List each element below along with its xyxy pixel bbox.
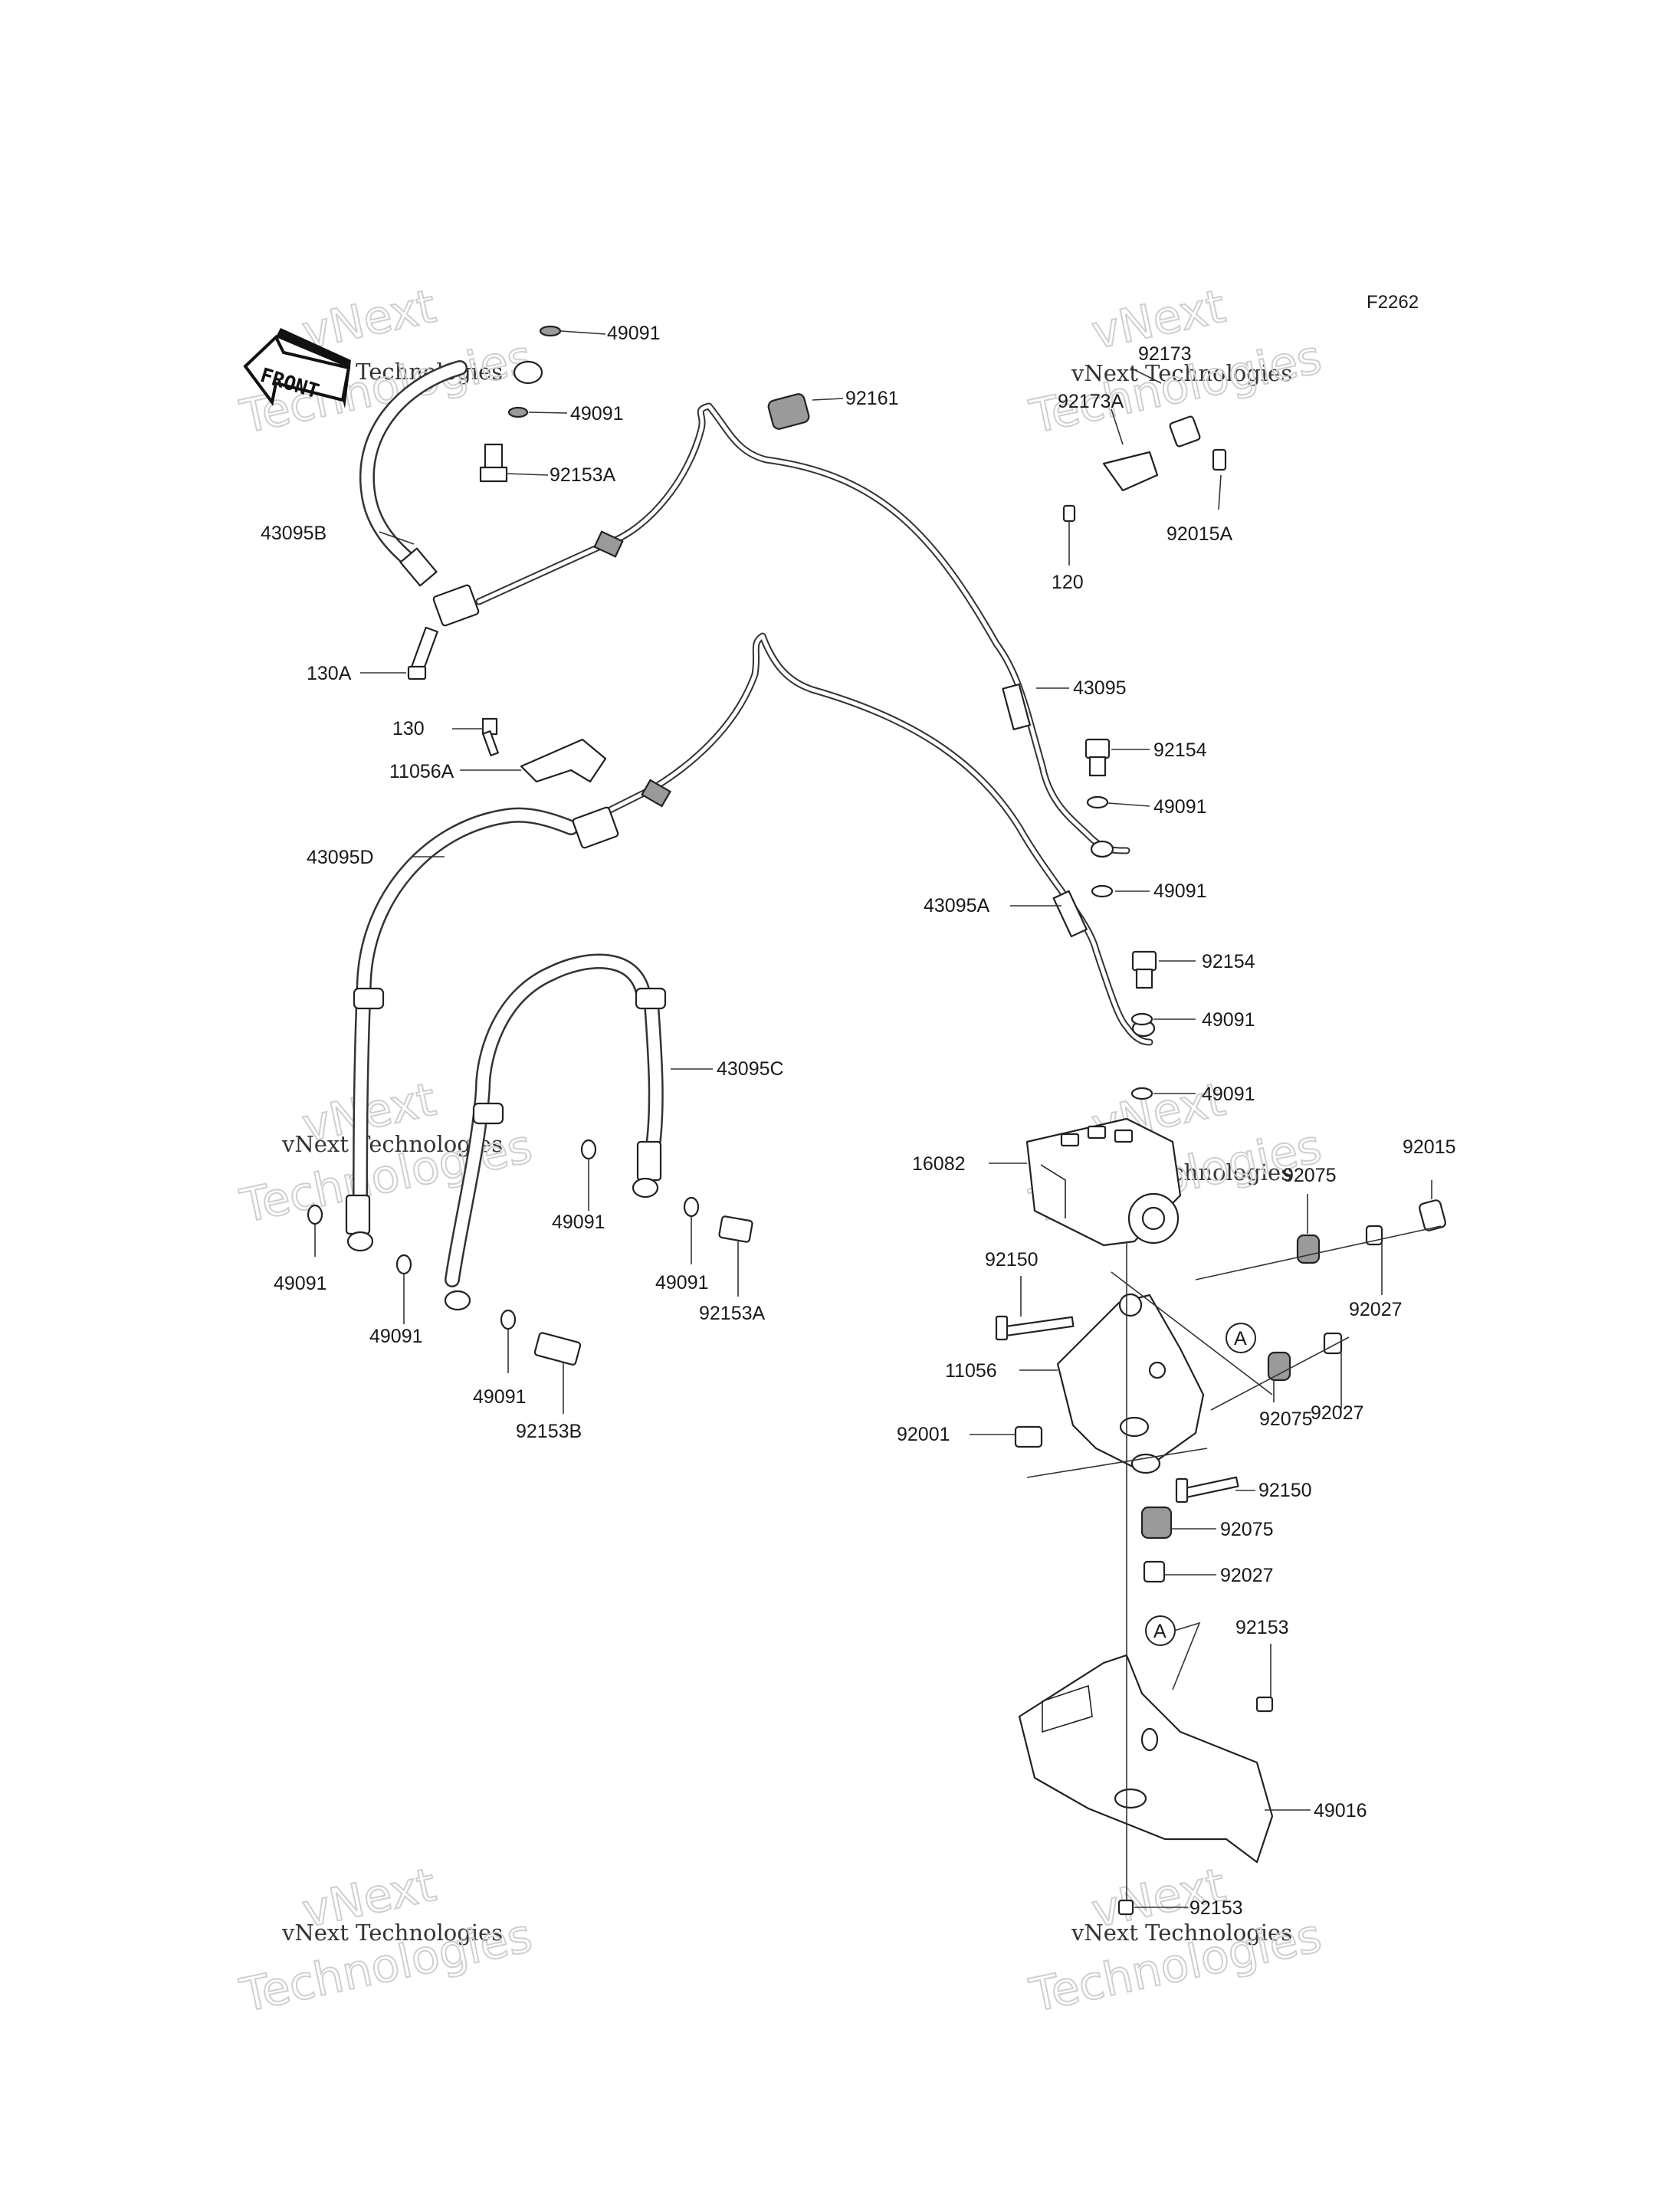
label-120: 120: [1052, 572, 1084, 593]
bushing-92075-right: [1296, 1234, 1321, 1264]
bracket-11056: [1056, 1293, 1205, 1474]
mount-axis-line-right: [1195, 1225, 1442, 1280]
bushing-92075-mid: [1267, 1351, 1291, 1382]
leader-lines: [314, 330, 1432, 1908]
bolt-92150-upper: [995, 1315, 1075, 1341]
svg-text:vNext Technologies: vNext Technologies: [281, 1920, 503, 1946]
banjo-fitting-top: [479, 325, 562, 483]
label-92015A: 92015A: [1166, 523, 1233, 545]
brake-hose-43095B: [359, 360, 480, 627]
svg-text:vNext Technologies: vNext Technologies: [281, 1131, 503, 1157]
grommet-92161: [767, 393, 810, 430]
watermark-bottom-right: vNext vNext Technologies Technologies: [1025, 1858, 1327, 2024]
label-11056A: 11056A: [389, 761, 454, 782]
label-92027-right: 92027: [1349, 1299, 1403, 1320]
bolt-92153B: [533, 1332, 582, 1366]
label-49091-c: 49091: [1153, 796, 1207, 818]
bolt-130: [481, 717, 499, 756]
label-92153-bottom: 92153: [1189, 1897, 1243, 1919]
brake-pipe-43095A: [602, 632, 1156, 1046]
label-49091-a: 49091: [607, 323, 661, 344]
collar-92027-bottom: [1143, 1560, 1166, 1583]
cap-92015: [1419, 1199, 1446, 1231]
label-49091-e: 49091: [1202, 1009, 1255, 1031]
callout-a-lower: A: [1145, 1615, 1201, 1690]
label-92161: 92161: [845, 388, 899, 409]
watermark-bottom-left: vNext vNext Technologies Technologies: [235, 1858, 538, 2024]
bolt-92153-cover: [1117, 1696, 1274, 1916]
abs-unit-16082: [1025, 1117, 1182, 1247]
label-130A: 130A: [307, 663, 352, 684]
label-43095B: 43095B: [261, 523, 326, 544]
bolt-130A: [407, 626, 438, 680]
label-92075-mid: 92075: [1259, 1408, 1313, 1430]
washers-49091: [307, 795, 1153, 1330]
bolt-92154-upper: [1084, 738, 1111, 777]
label-92153-top: 92153: [1235, 1617, 1289, 1638]
label-49091-j: 49091: [552, 1212, 605, 1233]
brake-hose-43095D: [345, 806, 619, 1252]
bracket-11056A: [520, 738, 607, 783]
svg-text:A: A: [1153, 1621, 1166, 1642]
svg-text:vNext Technologies: vNext Technologies: [1071, 1920, 1292, 1946]
mount-axis-line-left: [1026, 1448, 1208, 1478]
bushing-92075-bottom: [1140, 1506, 1173, 1540]
label-92154-upper: 92154: [1153, 739, 1207, 761]
label-92173A: 92173A: [1058, 391, 1124, 412]
label-130: 130: [392, 718, 425, 739]
mount-axis-line: [1111, 1271, 1273, 1395]
label-49091-h: 49091: [369, 1326, 423, 1347]
label-92154-lower: 92154: [1202, 951, 1255, 972]
callout-a-upper: A: [1226, 1323, 1256, 1353]
label-92001: 92001: [897, 1424, 950, 1445]
label-92153B: 92153B: [516, 1421, 582, 1442]
label-11056: 11056: [945, 1360, 997, 1382]
mount-axis-line-mid: [1210, 1336, 1350, 1411]
label-92015: 92015: [1403, 1136, 1456, 1158]
brake-hose-43095C: [444, 953, 667, 1311]
cover-49016: [1018, 1654, 1274, 1864]
label-43095D: 43095D: [307, 847, 374, 868]
label-49091-g: 49091: [274, 1273, 327, 1294]
label-43095: 43095: [1073, 677, 1127, 699]
label-92150-lower: 92150: [1258, 1480, 1312, 1501]
bolt-92001: [1014, 1425, 1043, 1448]
label-92075-bottom: 92075: [1220, 1519, 1274, 1540]
label-43095C: 43095C: [717, 1058, 784, 1080]
label-92027-mid: 92027: [1311, 1402, 1364, 1424]
label-92173: 92173: [1138, 343, 1192, 365]
clamp-92173: [1062, 415, 1227, 523]
label-92153A-top: 92153A: [550, 464, 616, 486]
part-labels: 49091 49091 92153A 43095B 130A 92161 921…: [261, 323, 1456, 1919]
svg-text:vNext Technologies: vNext Technologies: [1071, 360, 1292, 386]
label-92153A-bottom: 92153A: [699, 1303, 766, 1324]
watermark-mid-left: vNext vNext Technologies Technologies: [235, 1072, 538, 1235]
label-49016: 49016: [1314, 1800, 1367, 1822]
label-92075-right: 92075: [1283, 1165, 1337, 1186]
svg-text:A: A: [1234, 1328, 1247, 1349]
label-49091-k: 49091: [655, 1272, 709, 1294]
label-43095A: 43095A: [924, 895, 990, 917]
label-92150-upper: 92150: [985, 1249, 1039, 1271]
bolt-92153A: [718, 1215, 753, 1243]
label-49091-i: 49091: [473, 1386, 527, 1408]
label-92027-bottom: 92027: [1220, 1565, 1274, 1586]
figure-code: F2262: [1367, 292, 1419, 313]
bolt-92150-lower: [1175, 1476, 1239, 1503]
collar-92027-mid: [1323, 1332, 1343, 1355]
bolt-92154-lower: [1131, 950, 1157, 989]
label-49091-b: 49091: [570, 403, 624, 425]
brake-pipe-43095: [475, 402, 1130, 858]
label-49091-d: 49091: [1153, 880, 1207, 902]
label-16082: 16082: [912, 1153, 966, 1175]
label-49091-f: 49091: [1202, 1084, 1255, 1105]
